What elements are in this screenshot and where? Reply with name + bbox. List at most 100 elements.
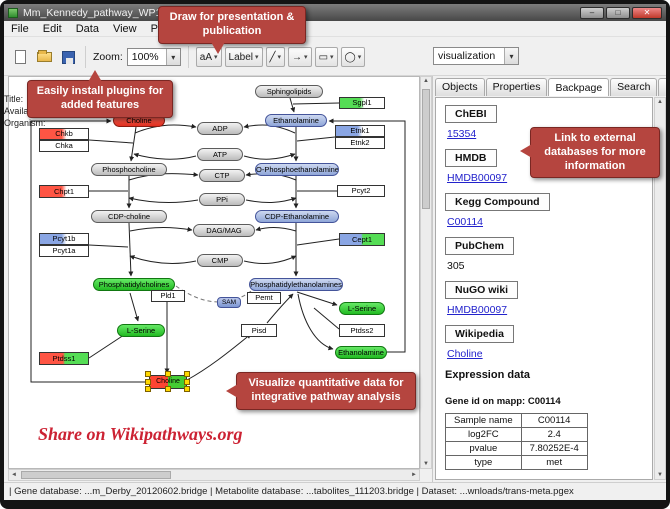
pathway-node-phosphatidylcholines[interactable]: Phosphatidylcholines xyxy=(93,278,175,291)
pathway-node-cdp-ethanolamine[interactable]: CDP-Ethanolamine xyxy=(255,210,339,223)
pathway-node-atp[interactable]: ATP xyxy=(197,148,243,161)
pathway-node-chpt1[interactable]: Chpt1 xyxy=(39,185,89,198)
ellipse-tool-dropdown[interactable]: ◯▾ xyxy=(340,47,366,67)
zoom-combobox[interactable]: 100% ▾ xyxy=(126,48,181,66)
pathway-node-pcyt1b[interactable]: Pcyt1b xyxy=(39,233,89,245)
selection-handle[interactable] xyxy=(145,386,151,392)
canvas-vertical-scrollbar[interactable]: ▲ ▼ xyxy=(420,76,432,469)
pathway-edges xyxy=(30,97,406,383)
pathway-node-sgpl1[interactable]: Sgpl1 xyxy=(339,97,385,109)
pathway-node-ethanolamine[interactable]: Ethanolamine xyxy=(265,114,327,127)
arrow-tool-icon: → xyxy=(292,51,303,63)
open-file-button[interactable] xyxy=(34,47,54,67)
arrow-tool-dropdown[interactable]: →▾ xyxy=(288,47,312,67)
scroll-down-icon[interactable]: ▼ xyxy=(423,461,429,467)
line-tool-dropdown[interactable]: ╱▾ xyxy=(265,47,286,67)
pathway-node-ethanolamine[interactable]: Ethanolamine xyxy=(335,346,387,359)
pathway-node-pisd[interactable]: Pisd xyxy=(241,324,277,337)
pathway-node-pcyt1a[interactable]: Pcyt1a xyxy=(39,245,89,257)
pathway-node-ppi[interactable]: PPi xyxy=(199,193,245,206)
chevron-down-icon[interactable]: ▾ xyxy=(165,49,180,65)
pathway-node-cept1[interactable]: Cept1 xyxy=(339,233,385,246)
pathway-node-ptdss2[interactable]: Ptdss2 xyxy=(339,324,385,337)
canvas-horizontal-scrollbar[interactable]: ◄ ► xyxy=(8,469,420,481)
selection-handle[interactable] xyxy=(145,379,151,385)
menu-item-file[interactable]: File xyxy=(11,22,29,35)
selection-handle[interactable] xyxy=(165,386,171,392)
scroll-right-icon[interactable]: ► xyxy=(411,472,417,478)
pathway-node-l-serine[interactable]: L-Serine xyxy=(117,324,165,337)
pathway-node-ptdss1[interactable]: Ptdss1 xyxy=(39,352,89,365)
zoom-value: 100% xyxy=(131,51,159,63)
pathway-organism-label: Organism: xyxy=(4,118,46,128)
chevron-down-icon[interactable]: ▾ xyxy=(504,48,518,64)
tab-objects[interactable]: Objects xyxy=(435,78,485,96)
table-cell: 7.80252E-4 xyxy=(520,441,588,456)
tab-properties[interactable]: Properties xyxy=(485,78,548,96)
menu-item-view[interactable]: View xyxy=(112,22,137,35)
close-button[interactable]: ✕ xyxy=(632,6,662,19)
pathway-node-ctp[interactable]: CTP xyxy=(199,169,245,182)
database-link-chebi[interactable]: 15354 xyxy=(447,128,477,140)
text-tool-icon: aA xyxy=(199,51,212,63)
pathway-node-etnk2[interactable]: Etnk2 xyxy=(335,137,385,149)
panel-vertical-scrollbar[interactable]: ▲ ▼ xyxy=(654,97,666,480)
visualization-combobox[interactable]: visualization ▾ xyxy=(433,47,519,65)
database-link-wikipedia[interactable]: Choline xyxy=(447,348,483,360)
database-link-nugo-wiki[interactable]: HMDB00097 xyxy=(447,304,508,316)
pathway-node-etnk1[interactable]: Etnk1 xyxy=(335,125,385,137)
pathway-node-o-phosphoethanolamine[interactable]: O-Phosphoethanolamine xyxy=(255,163,339,176)
horizontal-scroll-thumb[interactable] xyxy=(21,471,171,479)
table-cell: 2.4 xyxy=(520,427,588,442)
pathway-node-pld1[interactable]: Pld1 xyxy=(151,290,185,302)
save-file-button[interactable] xyxy=(58,47,78,67)
selection-handle[interactable] xyxy=(145,371,151,377)
save-disk-icon xyxy=(61,50,75,64)
scroll-left-icon[interactable]: ◄ xyxy=(11,472,17,478)
pathway-node-dag-mag[interactable]: DAG/MAG xyxy=(193,224,255,237)
pathway-node-pemt[interactable]: Pemt xyxy=(247,292,281,304)
database-link-hmdb[interactable]: HMDB00097 xyxy=(447,172,508,184)
pathway-node-chka[interactable]: Chka xyxy=(39,140,89,152)
title-bar[interactable]: Mm_Kennedy_pathway_WP1771_45176.gpml... … xyxy=(4,4,666,21)
pathway-node-cdp-choline[interactable]: CDP-choline xyxy=(91,210,167,223)
menu-bar: FileEditDataViewPluginsHelp xyxy=(4,21,666,37)
callout-install-plugins: Easily install plugins for added feature… xyxy=(27,70,173,118)
pathway-node-adp[interactable]: ADP xyxy=(197,122,243,135)
database-link-kegg-compound[interactable]: C00114 xyxy=(447,216,484,228)
pathway-node-l-serine[interactable]: L-Serine xyxy=(339,302,385,315)
scroll-up-icon[interactable]: ▲ xyxy=(657,99,663,105)
menu-item-data[interactable]: Data xyxy=(75,22,99,35)
tab-search[interactable]: Search xyxy=(610,78,658,96)
selection-handle[interactable] xyxy=(165,371,171,377)
pathway-node-phosphatidylethanolamines[interactable]: Phosphatidylethanolamines xyxy=(249,278,343,291)
table-cell: pvalue xyxy=(445,441,522,456)
scroll-down-icon[interactable]: ▼ xyxy=(657,472,663,478)
new-file-button[interactable] xyxy=(10,47,30,67)
callout-pointer xyxy=(520,144,532,158)
selection-handle[interactable] xyxy=(184,379,190,385)
scroll-up-icon[interactable]: ▲ xyxy=(423,78,429,84)
pathway-node-chkb[interactable]: Chkb xyxy=(39,128,89,140)
database-header-nugo-wiki: NuGO wiki xyxy=(445,281,519,299)
tab-legend[interactable]: Legend xyxy=(658,78,666,96)
minimize-button[interactable]: – xyxy=(580,6,604,19)
pathway-node-cmp[interactable]: CMP xyxy=(197,254,243,267)
pathway-node-phosphocholine[interactable]: Phosphocholine xyxy=(91,163,167,176)
label-tool-dropdown[interactable]: Label▾ xyxy=(224,47,263,67)
shape-tool-dropdown[interactable]: ▭▾ xyxy=(314,47,338,67)
menu-item-edit[interactable]: Edit xyxy=(42,22,62,35)
table-cell: type xyxy=(445,455,522,470)
pathway-node-pcyt2[interactable]: Pcyt2 xyxy=(337,185,385,197)
pathway-node-sphingolipids[interactable]: Sphingolipids xyxy=(255,85,323,98)
line-tool-icon: ╱ xyxy=(269,51,276,63)
selection-handle[interactable] xyxy=(184,386,190,392)
vertical-scroll-thumb[interactable] xyxy=(422,89,430,209)
tab-backpage[interactable]: Backpage xyxy=(548,78,610,96)
pathway-node-sam[interactable]: SAM xyxy=(217,297,241,308)
selection-handle[interactable] xyxy=(184,371,190,377)
chevron-down-icon: ▾ xyxy=(357,54,362,61)
maximize-button[interactable]: □ xyxy=(606,6,630,19)
